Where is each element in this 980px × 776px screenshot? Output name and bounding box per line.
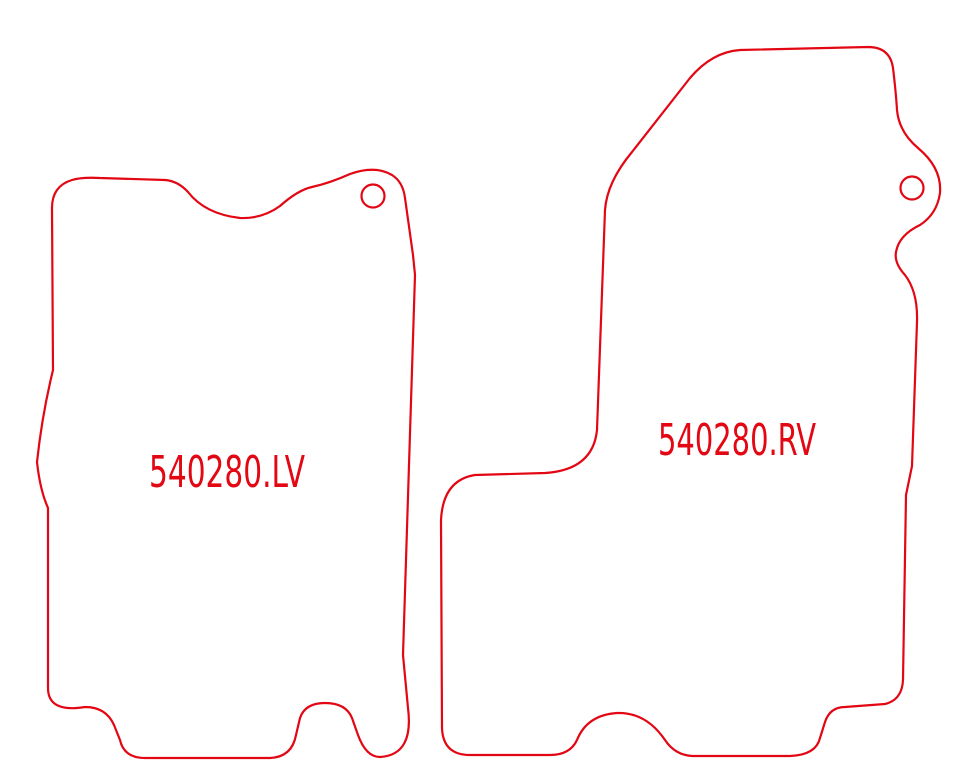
left-mat-mount-hole — [360, 183, 386, 209]
left-mat-outline — [35, 168, 417, 760]
right-mat-mount-hole — [899, 175, 925, 201]
left-mat-label: 540280.LV — [149, 447, 305, 498]
right-mat-outline — [439, 45, 942, 758]
right-mat-label: 540280.RV — [658, 415, 816, 466]
